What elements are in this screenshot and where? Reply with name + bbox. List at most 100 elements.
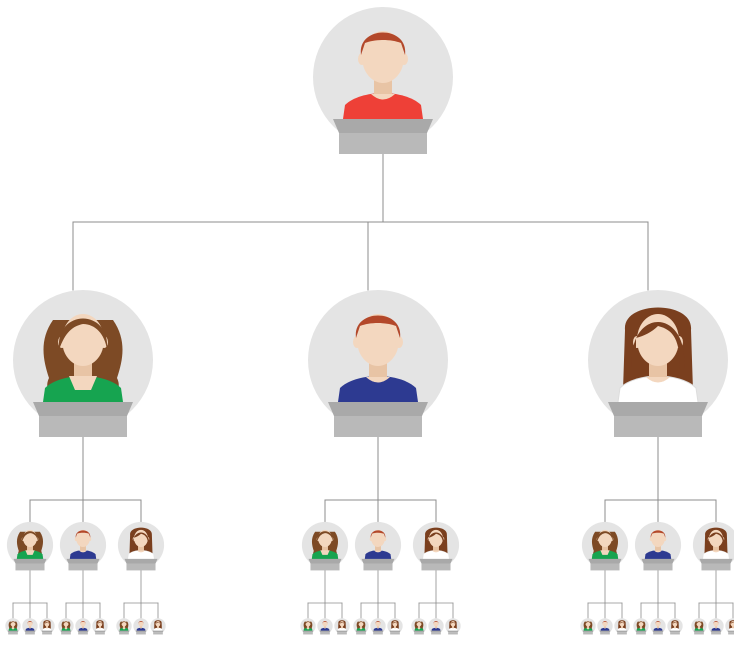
person-avatar-icon	[311, 529, 339, 564]
podium-front	[8, 632, 18, 635]
node-level4	[445, 618, 461, 635]
person-avatar-icon	[16, 529, 44, 564]
person-avatar-icon	[701, 527, 731, 564]
podium-front	[711, 632, 721, 635]
person-avatar-icon	[126, 527, 156, 564]
person-avatar-icon	[421, 527, 451, 564]
person-avatar-icon	[390, 620, 400, 633]
person-avatar-icon	[583, 620, 593, 633]
podium-front	[136, 632, 146, 635]
node-level2	[13, 290, 153, 437]
podium-top	[635, 630, 647, 633]
podium-front	[356, 632, 366, 635]
podium-top	[582, 630, 594, 633]
podium-top	[333, 119, 433, 133]
person-avatar-icon	[356, 620, 366, 633]
podium-front	[614, 416, 702, 437]
node-level4	[39, 618, 55, 635]
node-level4	[92, 618, 108, 635]
node-level3	[6, 521, 54, 571]
podium-top	[372, 630, 384, 633]
person-avatar-icon	[95, 620, 105, 633]
podium-top	[699, 558, 733, 564]
podium-top	[77, 630, 89, 633]
node-level4	[411, 618, 427, 635]
podium-front	[701, 563, 731, 571]
podium-top	[118, 630, 130, 633]
podium-top	[355, 630, 367, 633]
person-avatar-icon	[303, 620, 313, 633]
podium-top	[41, 630, 53, 633]
podium-front	[694, 632, 704, 635]
podium-top	[616, 630, 628, 633]
podium-top	[152, 630, 164, 633]
podium-front	[339, 133, 427, 154]
node-level2	[308, 290, 448, 437]
podium-top	[641, 558, 675, 564]
podium-front	[373, 632, 383, 635]
podium-top	[710, 630, 722, 633]
node-level4	[650, 618, 666, 635]
node-level3	[354, 521, 402, 571]
org-nodes	[5, 7, 734, 635]
node-level3	[59, 521, 107, 571]
node-level3	[692, 521, 734, 571]
person-avatar-icon	[337, 620, 347, 633]
podium-top	[319, 630, 331, 633]
node-level4	[334, 618, 350, 635]
podium-front	[68, 563, 98, 571]
person-avatar-icon	[615, 307, 701, 417]
podium-top	[66, 558, 100, 564]
node-level4	[317, 618, 333, 635]
podium-top	[608, 402, 708, 416]
podium-top	[308, 558, 342, 564]
node-level4	[708, 618, 724, 635]
podium-front	[653, 632, 663, 635]
podium-top	[447, 630, 459, 633]
podium-front	[95, 632, 105, 635]
person-avatar-icon	[414, 620, 424, 633]
podium-front	[431, 632, 441, 635]
podium-front	[363, 563, 393, 571]
person-avatar-icon	[42, 620, 52, 633]
node-level4	[300, 618, 316, 635]
podium-top	[361, 558, 395, 564]
podium-front	[337, 632, 347, 635]
podium-top	[33, 402, 133, 416]
podium-front	[448, 632, 458, 635]
podium-front	[583, 632, 593, 635]
podium-front	[15, 563, 45, 571]
podium-front	[78, 632, 88, 635]
podium-front	[310, 563, 340, 571]
person-avatar-icon	[670, 620, 680, 633]
node-level4	[116, 618, 132, 635]
person-avatar-icon	[61, 620, 71, 633]
node-level4	[580, 618, 596, 635]
podium-top	[419, 558, 453, 564]
person-avatar-icon	[694, 620, 704, 633]
podium-front	[61, 632, 71, 635]
node-level3	[117, 521, 165, 571]
podium-top	[302, 630, 314, 633]
podium-front	[590, 563, 620, 571]
podium-top	[599, 630, 611, 633]
person-avatar-icon	[8, 620, 18, 633]
person-avatar-icon	[617, 620, 627, 633]
podium-top	[389, 630, 401, 633]
podium-top	[336, 630, 348, 633]
podium-front	[153, 632, 163, 635]
node-level4	[58, 618, 74, 635]
podium-top	[693, 630, 705, 633]
node-level4	[75, 618, 91, 635]
podium-top	[60, 630, 72, 633]
node-level4	[667, 618, 683, 635]
podium-front	[25, 632, 35, 635]
node-level4	[691, 618, 707, 635]
podium-top	[727, 630, 734, 633]
podium-front	[42, 632, 52, 635]
node-level3	[301, 521, 349, 571]
podium-top	[430, 630, 442, 633]
node-level3	[634, 521, 682, 571]
podium-top	[13, 558, 47, 564]
